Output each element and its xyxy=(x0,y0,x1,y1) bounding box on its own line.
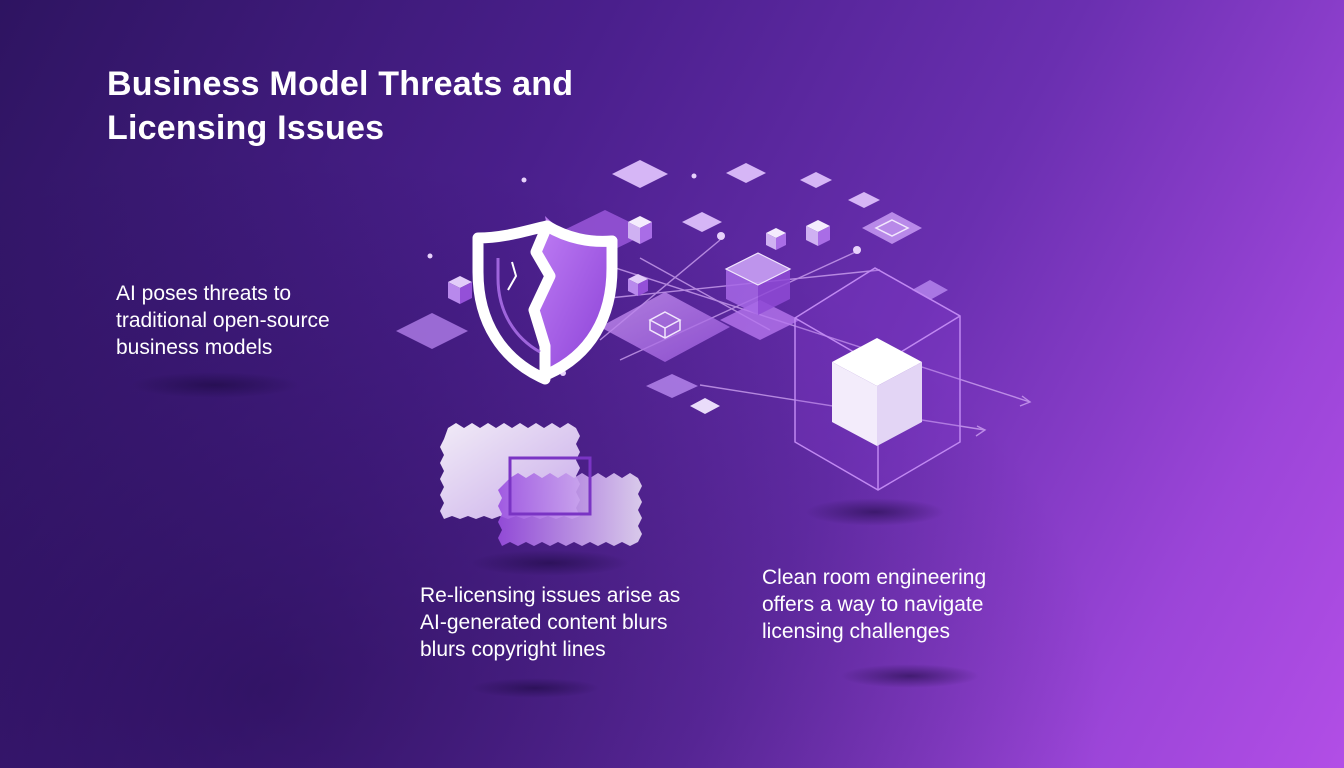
tile-mid xyxy=(720,300,800,340)
tile-low xyxy=(646,374,698,398)
caption-3-line-1: Clean room engineering xyxy=(762,566,987,589)
tile-top-3 xyxy=(800,172,832,188)
cube-in-box-icon xyxy=(794,267,961,491)
tile-low-small xyxy=(690,398,720,414)
small-cubes xyxy=(448,216,830,339)
caption-1-line-1: AI poses threats to xyxy=(116,282,292,305)
caption-1-line-2: traditional open-source xyxy=(116,309,330,332)
shadow-cube xyxy=(805,498,945,526)
caption-relicensing: Re-licensing issues arise as AI-generate… xyxy=(420,582,720,663)
blurred-document-icon xyxy=(440,423,642,546)
cube-small-d xyxy=(448,276,472,304)
cube-medium xyxy=(724,252,792,315)
caption-clean-room: Clean room engineering offers a way to n… xyxy=(762,564,1032,645)
tile-top-1 xyxy=(612,160,668,188)
tile-right xyxy=(912,280,948,300)
tile-left xyxy=(396,313,468,349)
caption-3-line-2: offers a way to navigate xyxy=(762,593,984,616)
solid-cube-left xyxy=(832,362,877,446)
caption-2-line-2: AI-generated content blurs xyxy=(420,611,668,634)
tile-top-6 xyxy=(862,212,922,244)
shadow-business-caption xyxy=(130,372,300,398)
cube-outline-center xyxy=(648,311,682,339)
title-line-2: Licensing Issues xyxy=(107,109,385,147)
cube-small-b xyxy=(766,228,786,250)
caption-2-line-3: blurs copyright lines xyxy=(420,638,606,661)
document-front xyxy=(498,473,642,546)
broken-shield-icon xyxy=(472,216,618,385)
solid-cube-right xyxy=(877,362,922,446)
cube-small-e xyxy=(628,274,648,296)
cube-small-c xyxy=(806,220,830,246)
tile-top-2 xyxy=(726,163,766,183)
shadow-relicensing-caption xyxy=(470,678,600,698)
tile-inner-diamond xyxy=(874,219,910,237)
document-frame xyxy=(508,456,592,516)
caption-2-line-1: Re-licensing issues arise as xyxy=(420,584,681,607)
connector-dots xyxy=(427,173,861,376)
tile-top-5 xyxy=(682,212,722,232)
tile-large-center xyxy=(600,292,730,362)
title-line-1: Business Model Threats and xyxy=(107,65,574,103)
caption-3-line-3: licensing challenges xyxy=(762,620,950,643)
caption-1-line-3: business models xyxy=(116,336,273,359)
tile-top-4 xyxy=(848,192,880,208)
shadow-document xyxy=(470,550,630,576)
shadow-cleanroom-caption xyxy=(840,664,980,688)
slide-title: Business Model Threats and Licensing Iss… xyxy=(107,62,573,150)
caption-business-models: AI poses threats to traditional open-sou… xyxy=(116,280,376,361)
cube-small-a xyxy=(628,216,652,244)
